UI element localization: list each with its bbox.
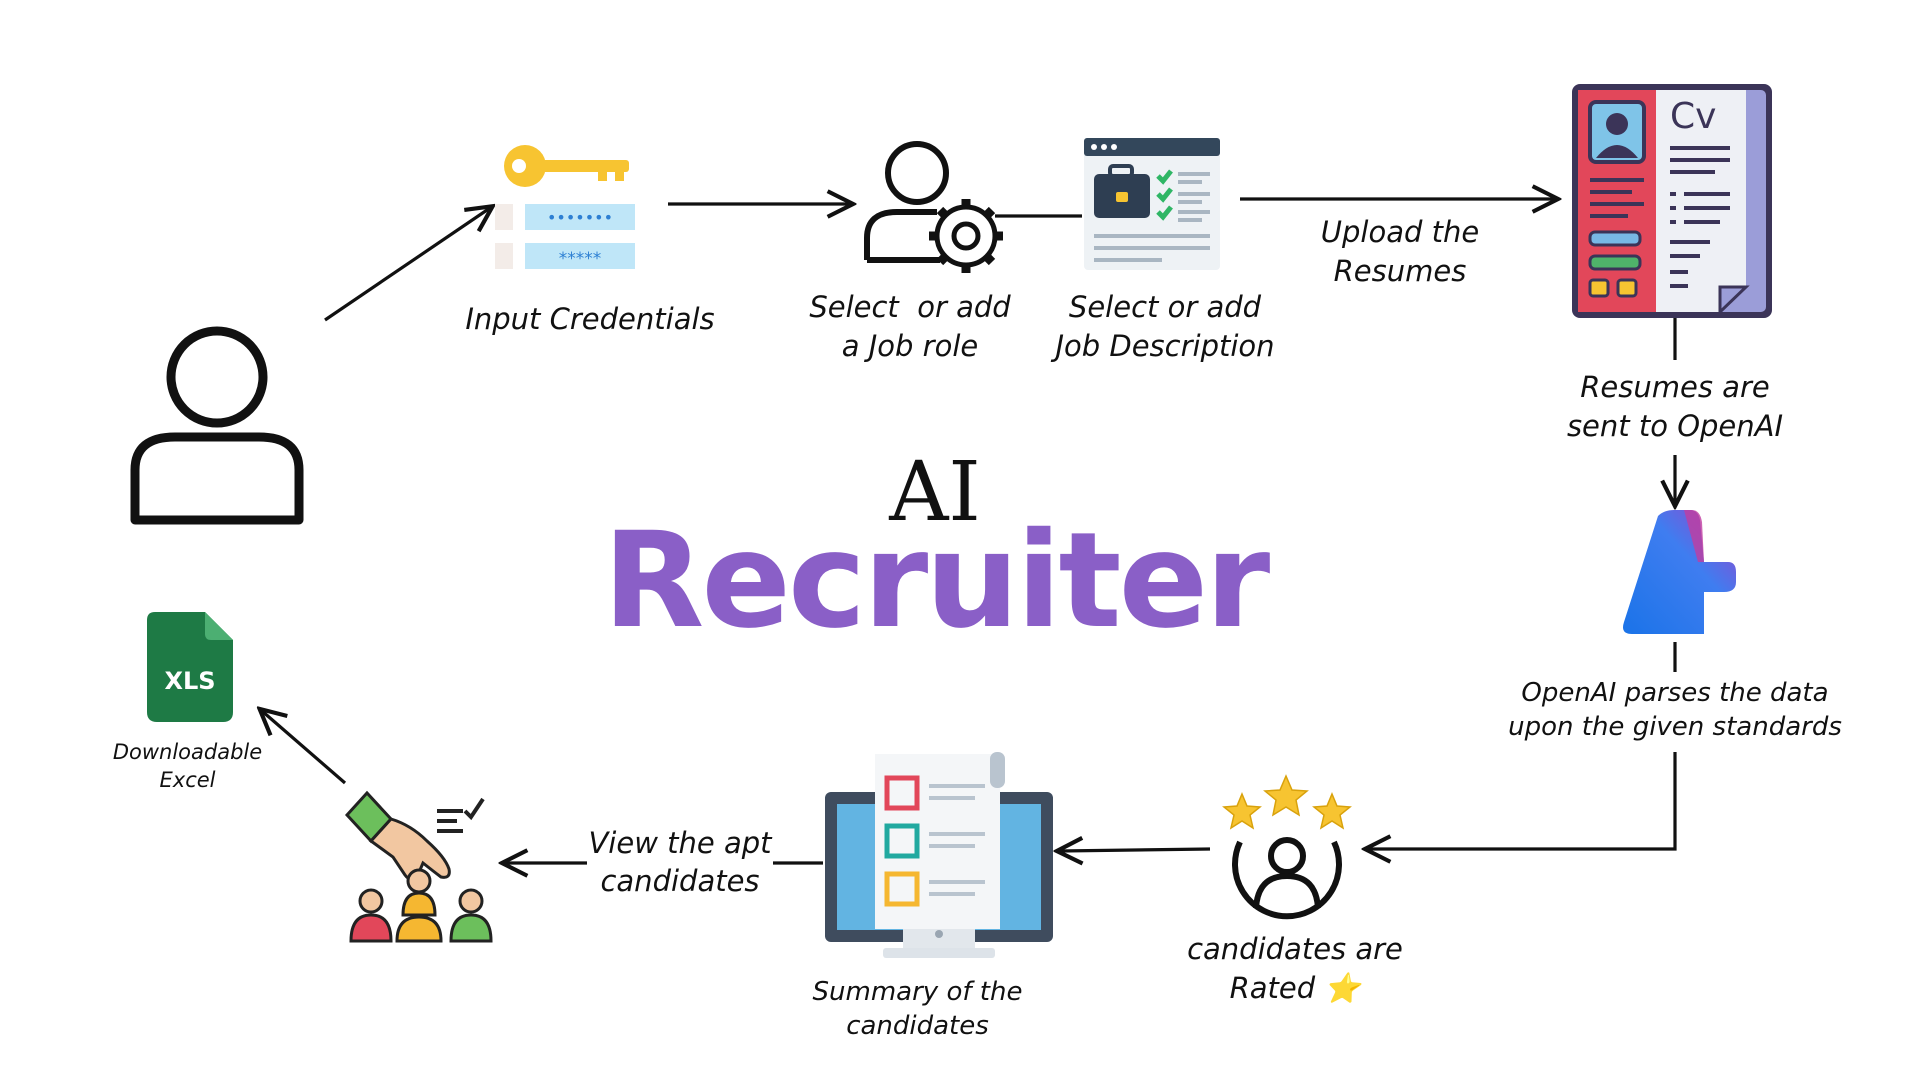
label-line: Summary of the — [812, 977, 1023, 1007]
label-line: candidates are — [1187, 932, 1403, 966]
label-view-candidates: View the apt candidates — [570, 825, 790, 900]
svg-text:•••••••: ••••••• — [547, 208, 613, 227]
arrow-selection-to-excel — [262, 711, 347, 785]
arrow-rated-to-summary — [1060, 849, 1211, 851]
label-line: Resumes are — [1580, 370, 1770, 404]
label-line: Excel — [159, 768, 216, 793]
arrow-openai-to-rated — [1368, 752, 1677, 849]
cv-document-icon: Cv — [1572, 84, 1772, 318]
label-line: Job Description — [1055, 329, 1275, 364]
label-line: candidates — [846, 1010, 989, 1041]
label-summary: Summary of the candidates — [800, 976, 1035, 1044]
key-password-icon: ••••••• ***** — [495, 145, 635, 269]
label-candidates-rated: candidates are Rated ⭐ — [1150, 930, 1440, 1008]
label-line: Select or add — [1068, 290, 1262, 324]
label-line: sent to OpenAI — [1566, 409, 1784, 444]
label-line: candidates — [600, 863, 760, 898]
label-line: OpenAI parses the data — [1521, 678, 1829, 708]
title-prefix: AI — [889, 445, 981, 540]
rated-user-stars-icon — [1222, 774, 1352, 920]
label-line: Upload the — [1320, 215, 1480, 249]
svg-text:Cv: Cv — [1670, 96, 1716, 137]
monitor-checklist-icon — [825, 752, 1053, 958]
user-icon — [130, 326, 304, 525]
label-input-credentials: Input Credentials — [465, 302, 715, 336]
label-line: Resumes — [1333, 254, 1467, 289]
label-line: Downloadable — [112, 740, 263, 764]
xls-file-icon: XLS — [147, 612, 233, 722]
label-openai-parses: OpenAI parses the data upon the given st… — [1505, 677, 1845, 745]
briefcase-checklist-icon — [1084, 138, 1220, 270]
azure-openai-icon — [1623, 510, 1736, 634]
label-job-description: Select or add Job Description — [1025, 288, 1305, 366]
user-gear-icon — [864, 141, 1003, 273]
xls-icon-text: XLS — [164, 667, 215, 695]
label-job-role: Select or add a Job role — [775, 288, 1045, 366]
label-upload-resumes: Upload the Resumes — [1275, 213, 1525, 291]
label-line: upon the given standards — [1508, 711, 1842, 742]
label-sent-openai: Resumes are sent to OpenAI — [1545, 368, 1805, 446]
label-line: Select or add — [809, 290, 1011, 324]
label-line: a Job role — [841, 329, 979, 364]
hand-pick-candidate-icon — [345, 790, 493, 943]
label-line: Rated ⭐ — [1229, 971, 1361, 1006]
svg-text:*****: ***** — [559, 249, 602, 269]
label-downloadable-excel: Downloadable Excel — [95, 738, 280, 795]
label-line: View the apt — [588, 826, 772, 860]
arrow-user-to-credentials — [324, 208, 490, 322]
title-main: Recruiter — [602, 504, 1270, 658]
